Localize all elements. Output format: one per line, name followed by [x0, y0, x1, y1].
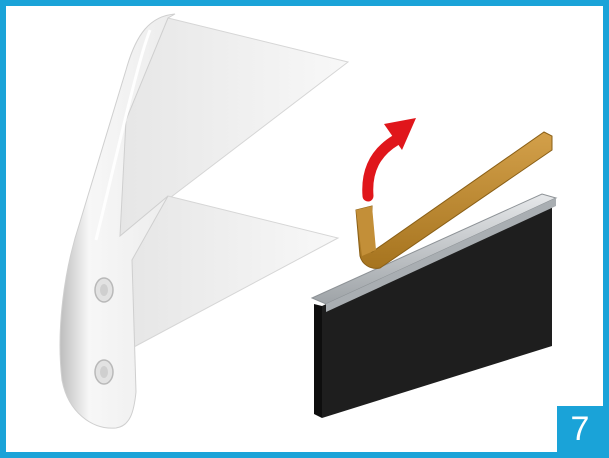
- step-number-badge: 7: [557, 406, 603, 452]
- screw-hole-icon: [95, 360, 113, 384]
- bracket-part: [60, 14, 348, 428]
- screw-hole-icon: [95, 278, 113, 302]
- peel-up-arrow: [368, 118, 416, 196]
